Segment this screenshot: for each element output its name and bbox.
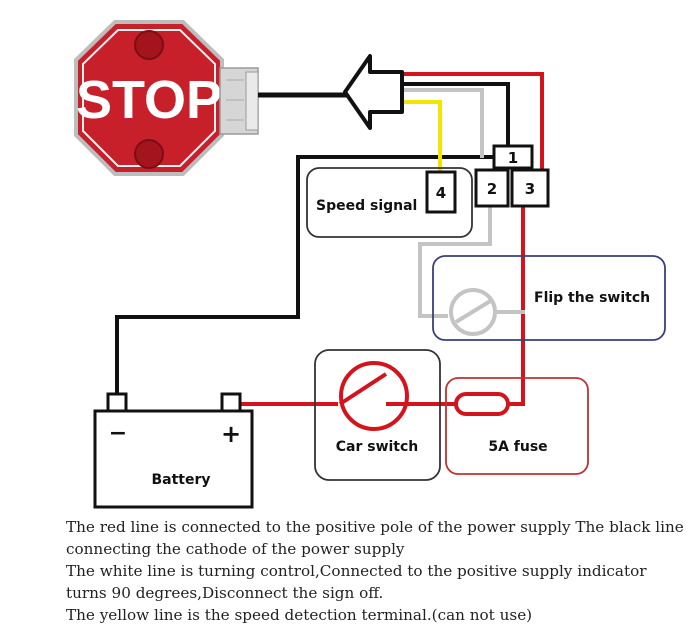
terminal-1-label: 1 [508, 149, 518, 167]
battery-positive-terminal [220, 392, 242, 414]
red-wire [400, 72, 544, 188]
fuse-symbol [454, 392, 510, 416]
stop-sign-top-light [134, 30, 164, 60]
terminal-4-label: 4 [436, 184, 446, 202]
flip-switch-symbol [449, 288, 525, 336]
speed-signal-label: Speed signal [316, 198, 417, 214]
white-wire-to-flip-switch [418, 205, 492, 318]
car-switch-symbol [338, 361, 410, 431]
battery: − + Battery [93, 392, 254, 509]
fuse-label: 5A fuse [488, 439, 547, 455]
terminal-3-box [510, 168, 550, 208]
terminal-2-label: 2 [487, 180, 497, 198]
note-white: The white line is turning control,Connec… [66, 562, 647, 602]
battery-negative-terminal [106, 392, 128, 414]
battery-body [93, 409, 254, 509]
stop-sign-bottom-light [134, 139, 164, 169]
flip-switch-box [432, 255, 666, 341]
terminal-4-box [425, 170, 457, 214]
stop-sign-inner-border [82, 29, 216, 167]
car-switch-box [314, 349, 441, 481]
white-wire [400, 88, 484, 158]
black-wire-to-battery [115, 155, 494, 396]
car-switch-label: Car switch [336, 439, 419, 455]
battery-positive-label: + [221, 420, 241, 448]
terminal-3-label: 3 [525, 180, 535, 198]
flip-switch-label: Flip the switch [534, 290, 650, 306]
wiring-notes: The red line is connected to the positiv… [66, 516, 691, 626]
stop-sign-mount-plate [245, 71, 259, 131]
battery-label: Battery [151, 472, 210, 488]
note-yellow: The yellow line is the speed detection t… [66, 606, 533, 624]
terminal-1-box [492, 144, 534, 170]
note-red-black: The red line is connected to the positiv… [66, 518, 684, 558]
fuse-box [445, 377, 589, 475]
red-wire-to-fuse [508, 206, 525, 406]
connector-arrow [343, 54, 404, 130]
yellow-wire [400, 100, 442, 172]
terminal-2-box [474, 168, 510, 208]
battery-negative-label: − [109, 421, 127, 446]
black-wire-to-terminal-1 [400, 82, 510, 146]
terminal-block: 1 2 3 4 [425, 144, 550, 214]
stop-sign-octagon [74, 20, 224, 176]
stop-sign-text: STOP [76, 70, 222, 130]
stop-sign: STOP [74, 20, 259, 176]
wiring-diagram: STOP 1 2 3 4 Speed signal [74, 20, 666, 509]
speed-signal-box [306, 167, 473, 238]
